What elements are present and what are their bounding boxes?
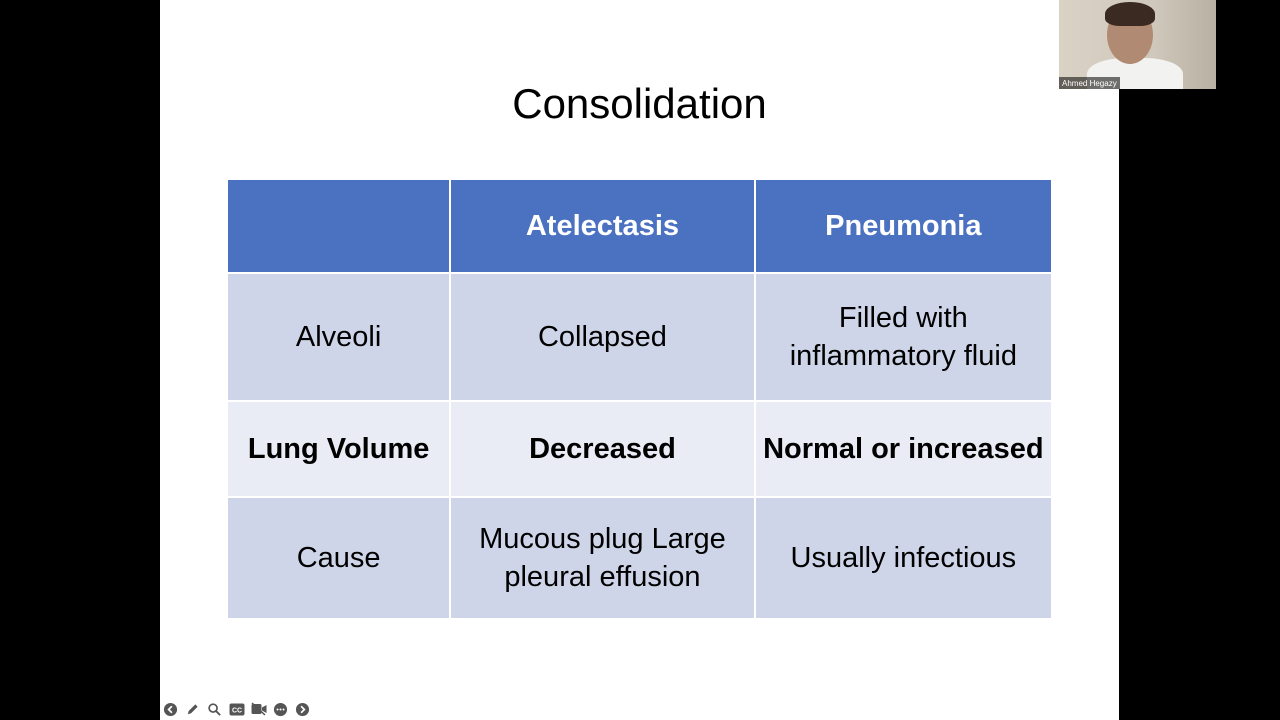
- comparison-table: Atelectasis Pneumonia Alveoli Collapsed …: [225, 178, 1054, 620]
- table-cell: Usually infectious: [753, 496, 1054, 620]
- video-icon[interactable]: [250, 701, 267, 718]
- table-row: Cause Mucous plug Large pleural effusion…: [225, 496, 1054, 620]
- participant-name-label: Ahmed Hegazy: [1059, 77, 1120, 89]
- table-row: Alveoli Collapsed Filled with inflammato…: [225, 272, 1054, 402]
- table-cell: Decreased: [449, 400, 756, 498]
- table-row: Lung Volume Decreased Normal or increase…: [225, 400, 1054, 498]
- pen-icon[interactable]: [184, 701, 201, 718]
- slide-title: Consolidation: [512, 80, 767, 127]
- captions-label: CC: [231, 707, 241, 714]
- captions-icon[interactable]: CC: [228, 701, 245, 718]
- slide: Consolidation Atelectasis Pneumonia Alve…: [160, 0, 1119, 720]
- table-cell: Normal or increased: [753, 400, 1054, 498]
- table-cell: Alveoli: [225, 272, 452, 402]
- participant-hair: [1105, 2, 1155, 26]
- table-cell: Filled with inflammatory fluid: [753, 272, 1054, 402]
- presentation-toolbar: CC: [162, 700, 311, 718]
- table-cell: Collapsed: [449, 272, 756, 402]
- table-header-row: Atelectasis Pneumonia: [225, 178, 1054, 274]
- zoom-icon[interactable]: [206, 701, 223, 718]
- header-cell: Pneumonia: [753, 178, 1054, 274]
- header-cell: Atelectasis: [449, 178, 756, 274]
- previous-icon[interactable]: [162, 701, 179, 718]
- header-cell: [225, 178, 452, 274]
- next-icon[interactable]: [294, 701, 311, 718]
- more-icon[interactable]: [272, 701, 289, 718]
- table-cell: Mucous plug Large pleural effusion: [449, 496, 756, 620]
- table-cell: Lung Volume: [225, 400, 452, 498]
- table-cell: Cause: [225, 496, 452, 620]
- webcam-video-tile[interactable]: Ahmed Hegazy: [1059, 0, 1216, 89]
